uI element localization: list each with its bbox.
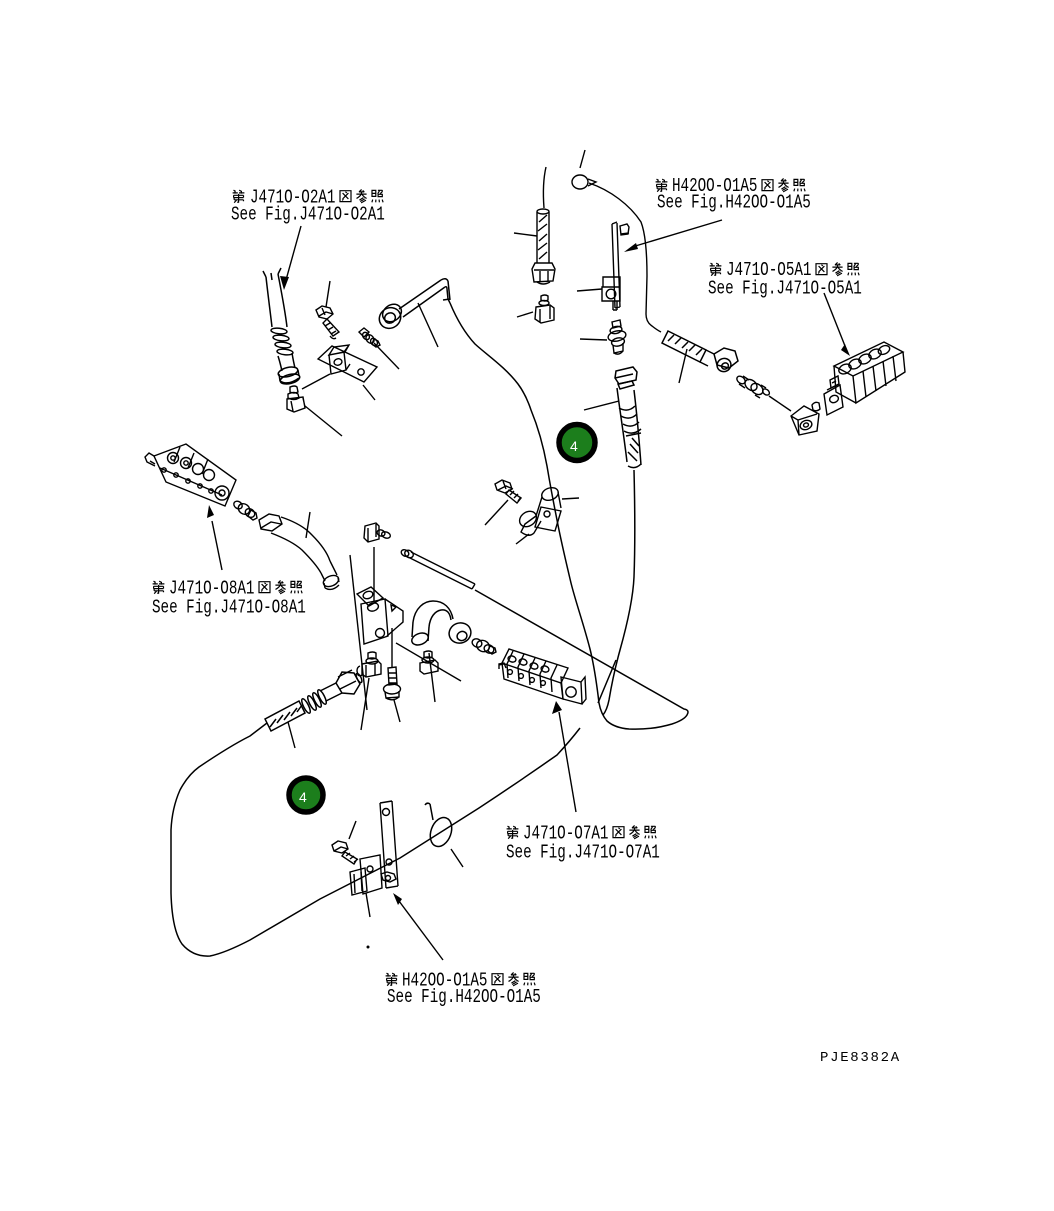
svg-text:J471O-O8A1: J471O-O8A1	[169, 579, 254, 600]
svg-text:J471O-O7A1: J471O-O7A1	[523, 824, 608, 845]
svg-text:H42OO-O1A5: H42OO-O1A5	[402, 971, 487, 992]
svg-text:See Fig.J471O-O8A1: See Fig.J471O-O8A1	[152, 598, 306, 619]
svg-text:J471O-O5A1: J471O-O5A1	[726, 260, 811, 281]
svg-text:PJE8382A: PJE8382A	[820, 1050, 901, 1066]
svg-text:4: 4	[299, 789, 307, 805]
svg-text:J471O-O2A1: J471O-O2A1	[250, 188, 335, 209]
svg-text:See Fig.H42OO-O1A5: See Fig.H42OO-O1A5	[387, 987, 541, 1008]
svg-text:See Fig.J471O-O5A1: See Fig.J471O-O5A1	[708, 279, 862, 300]
svg-text:4: 4	[570, 438, 578, 454]
svg-text:See Fig.H42OO-O1A5: See Fig.H42OO-O1A5	[657, 193, 811, 214]
svg-text:H42OO-O1A5: H42OO-O1A5	[672, 176, 757, 197]
svg-text:See Fig.J471O-O2A1: See Fig.J471O-O2A1	[231, 205, 385, 226]
svg-text:See Fig.J471O-O7A1: See Fig.J471O-O7A1	[506, 843, 660, 864]
